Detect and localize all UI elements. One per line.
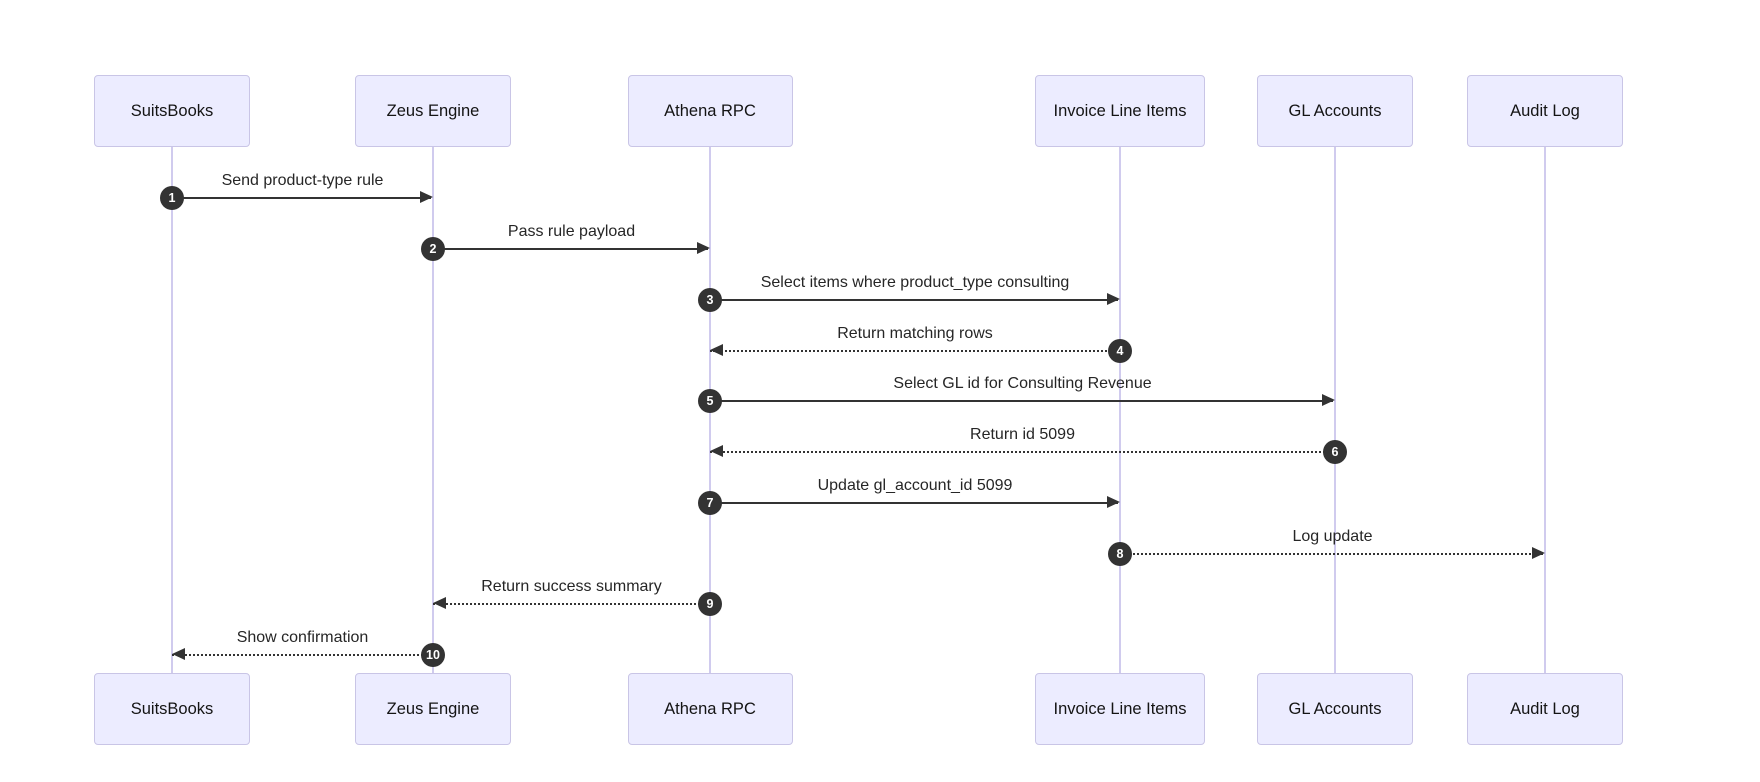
actor-label: Zeus Engine [386,699,480,718]
actor-label: GL Accounts [1288,699,1382,718]
lifeline-gl-accounts [1334,147,1336,673]
actor-box-top-athena-rpc: Athena RPC [627,75,793,147]
sequence-number-badge: 2 [421,237,445,261]
message-label: Select GL id for Consulting Revenue [893,375,1152,392]
message-line-6 [710,451,1333,453]
message-line-10 [172,654,431,656]
actor-box-top-suitsbooks: SuitsBooks [94,75,250,147]
message-label: Update gl_account_id 5099 [817,477,1013,494]
arrowhead-2 [697,242,710,254]
arrowhead-9 [433,597,446,609]
actor-label: GL Accounts [1288,101,1382,120]
actor-label: Athena RPC [664,101,756,120]
message-label: Return matching rows [837,325,993,342]
actor-box-top-invoice-line-items: Invoice Line Items [1035,75,1205,147]
actor-box-bottom-zeus-engine: Zeus Engine [355,673,511,745]
message-line-8 [1120,553,1543,555]
message-line-4 [710,350,1118,352]
arrowhead-3 [1107,293,1120,305]
message-label: Pass rule payload [507,223,636,240]
actor-label: Invoice Line Items [1053,101,1187,120]
arrowhead-8 [1532,547,1545,559]
sequence-number-badge: 6 [1323,440,1347,464]
actor-box-top-zeus-engine: Zeus Engine [355,75,511,147]
lifeline-zeus-engine [432,147,434,673]
arrowhead-4 [710,344,723,356]
lifeline-audit-log [1544,147,1546,673]
actor-box-top-gl-accounts: GL Accounts [1257,75,1413,147]
arrowhead-6 [710,445,723,457]
actor-box-bottom-athena-rpc: Athena RPC [627,673,793,745]
lifeline-invoice-line-items [1119,147,1121,673]
actor-box-bottom-gl-accounts: GL Accounts [1257,673,1413,745]
arrowhead-1 [420,191,433,203]
message-label: Select items where product_type consulti… [760,274,1070,291]
actor-box-bottom-invoice-line-items: Invoice Line Items [1035,673,1205,745]
actor-box-bottom-suitsbooks: SuitsBooks [94,673,250,745]
sequence-number-badge: 9 [698,592,722,616]
sequence-number-badge: 1 [160,186,184,210]
actor-label: Athena RPC [664,699,756,718]
message-line-9 [433,603,708,605]
message-label: Show confirmation [236,629,369,646]
actor-box-bottom-audit-log: Audit Log [1467,673,1623,745]
actor-label: Invoice Line Items [1053,699,1187,718]
message-label: Log update [1292,528,1373,545]
message-label: Return id 5099 [970,426,1075,443]
sequence-number-badge: 8 [1108,542,1132,566]
sequence-number-badge: 3 [698,288,722,312]
arrowhead-10 [172,648,185,660]
message-line-3 [710,299,1118,301]
sequence-number-badge: 7 [698,491,722,515]
actor-label: Audit Log [1510,699,1580,718]
lifeline-suitsbooks [171,147,173,673]
sequence-number-badge: 5 [698,389,722,413]
arrowhead-7 [1107,496,1120,508]
message-line-7 [710,502,1118,504]
actor-label: SuitsBooks [130,699,214,718]
actor-label: Zeus Engine [386,101,480,120]
actor-label: Audit Log [1510,101,1580,120]
arrowhead-5 [1322,394,1335,406]
message-line-2 [433,248,708,250]
message-label: Send product-type rule [221,172,384,189]
message-line-1 [172,197,431,199]
message-label: Return success summary [481,578,662,595]
message-line-5 [710,400,1333,402]
actor-box-top-audit-log: Audit Log [1467,75,1623,147]
actor-label: SuitsBooks [130,101,214,120]
sequence-number-badge: 10 [421,643,445,667]
sequence-number-badge: 4 [1108,339,1132,363]
